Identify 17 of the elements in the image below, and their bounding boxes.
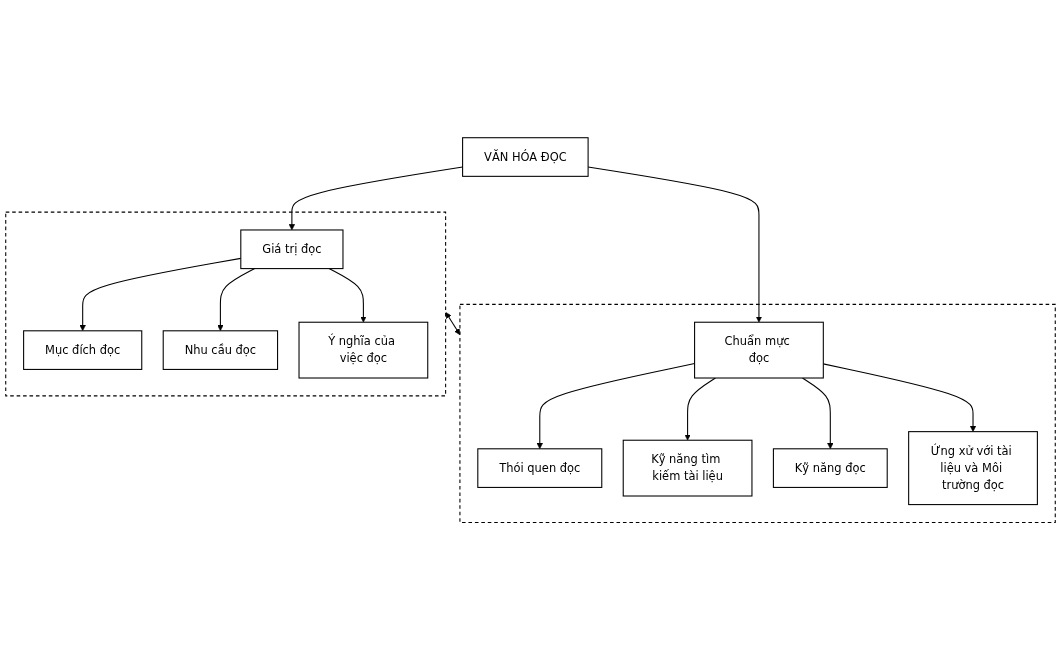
- node-box: Ứng xử với tài liệu và Môi trường đọc: [908, 431, 1038, 506]
- cluster: [5, 211, 447, 397]
- node-box: Thói quen đọc: [477, 448, 603, 488]
- node-box: Mục đích đọc: [23, 330, 143, 370]
- node-box: VĂN HÓA ĐỌC: [462, 137, 589, 177]
- arrow: [445, 312, 461, 335]
- arrow: [684, 377, 716, 441]
- node-box: Kỹ năng đọc: [772, 448, 888, 488]
- node-box: Giá trị đọc: [240, 229, 344, 270]
- node-box: Ý nghĩa của việc đọc: [298, 321, 429, 379]
- arrow: [217, 267, 256, 331]
- node-box: Kỹ năng tìm kiếm tài liệu: [622, 439, 753, 497]
- arrow: [801, 377, 834, 449]
- node-box: Chuẩn mực đọc: [694, 321, 824, 379]
- cluster: [459, 303, 1056, 523]
- arrow: [328, 267, 367, 323]
- node-box: Nhu cầu đọc: [162, 330, 279, 370]
